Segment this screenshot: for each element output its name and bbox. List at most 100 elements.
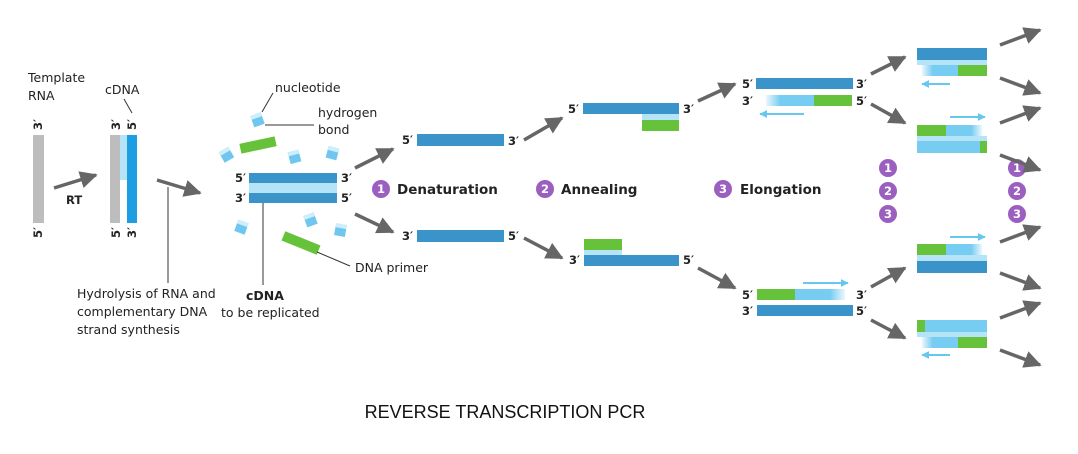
elong-bottom-primer [757, 289, 795, 300]
arrow-to-product-4 [870, 318, 907, 340]
step-2-number: 2 [541, 182, 549, 196]
nucleotide-7 [334, 223, 347, 237]
product-4-primer [958, 337, 987, 348]
hybrid-rna-3-end: 3′ [109, 119, 123, 130]
mix-bottom-3-end: 3′ [235, 191, 246, 205]
anneal-top-3-end: 3′ [683, 102, 694, 116]
out-arrow-3 [999, 105, 1042, 125]
nucleotide-2 [218, 146, 235, 163]
elong-top-new-strand [766, 95, 814, 106]
product-1-hbond [917, 60, 987, 65]
annealing-stage: 5′ 3′ 3′ 5′ 2 Annealing [536, 102, 694, 267]
elong-bottom-new-strand [795, 289, 845, 300]
product-2-new-strand [946, 125, 982, 136]
nucleotide-6 [303, 212, 318, 228]
product-2-template-primer [980, 141, 987, 153]
elong-bottom-3-end: 3′ [856, 288, 867, 302]
arrow-to-product-3 [870, 266, 907, 289]
nucleotide-4 [325, 145, 340, 161]
cycle-markers-1: 1 2 3 [879, 159, 897, 223]
hydrolysis-label-line2: complementary DNA [77, 304, 208, 319]
product-1-template [917, 48, 987, 60]
step-3-circle [714, 180, 732, 198]
template-rna-label-line2: RNA [28, 88, 55, 103]
cycle-a-2-circle [879, 182, 897, 200]
rna-3-end: 3′ [31, 119, 45, 130]
cycle-a-3-number: 3 [884, 207, 892, 221]
nucleotide-label: nucleotide [275, 80, 341, 95]
cycle-a-1-number: 1 [884, 161, 892, 175]
product-3-hbond [917, 255, 987, 261]
nucleotide-1 [250, 112, 265, 128]
cdna-top-pointer [123, 98, 133, 114]
hybrid-rna-5-end: 5′ [109, 227, 123, 238]
product-4-template [925, 320, 987, 332]
product-2-primer [917, 125, 946, 136]
nucleotide-pointer [261, 92, 274, 113]
template-rna-label-line1: Template [27, 70, 85, 85]
cycle-a-3-circle [879, 205, 897, 223]
product-4-template-primer [917, 320, 925, 332]
elong-top-3-end: 3′ [856, 77, 867, 91]
cycle-markers-2: 1 2 3 [1008, 159, 1026, 223]
step-3-number: 3 [719, 182, 727, 196]
mix-top-3-end: 3′ [341, 171, 352, 185]
elong-bottom2-3-end: 3′ [742, 304, 753, 318]
rt-arrow [53, 171, 98, 190]
out-arrow-7 [999, 300, 1042, 320]
cycle-b-1-number: 1 [1013, 161, 1021, 175]
hydrolysis-label-line3: strand synthesis [77, 322, 180, 337]
cycle-b-3-number: 3 [1013, 207, 1021, 221]
anneal-bottom-template [584, 255, 679, 266]
arrow-to-denat-bottom [354, 212, 395, 234]
cdna-replicated-label-line2: to be replicated [221, 305, 320, 320]
rt-label: RT [66, 193, 82, 207]
step-2-label: Annealing [561, 182, 637, 198]
product-2-template [917, 141, 980, 153]
product-3-new-strand [946, 244, 982, 255]
hydrolysis-label-line1: Hydrolysis of RNA and [77, 286, 216, 301]
mix-bottom-5-end: 5′ [341, 191, 352, 205]
cdna-replicated-label-line1: cDNA [246, 288, 284, 303]
elong-bottom-5-end: 5′ [742, 288, 753, 302]
hybrid-rna-strand [110, 135, 120, 223]
product-3-primer [917, 244, 946, 255]
products [917, 48, 987, 359]
free-primer-top [239, 136, 277, 154]
anneal-top-primer [642, 120, 679, 131]
arrow-to-elong-top [697, 82, 737, 103]
elong-bottom2-5-end: 5′ [856, 304, 867, 318]
cdna-5-end: 5′ [125, 119, 139, 130]
cdna-3-end: 3′ [125, 227, 139, 238]
elongation-stage: 3 Elongation 5′ 3′ 3′ 5′ 5′ 3′ 3′ 5′ [714, 77, 867, 318]
hydrolysis-arrow [156, 178, 202, 197]
hbond-label-line1: hydrogen [318, 105, 377, 120]
outgoing-arrows [999, 27, 1042, 368]
step-1-number: 1 [377, 182, 385, 196]
mix-top-5-end: 5′ [235, 171, 246, 185]
hybrid-hbonds [120, 135, 127, 180]
out-arrow-2 [999, 76, 1042, 96]
arrow-to-product-2 [870, 102, 907, 125]
nucleotide-3 [287, 149, 302, 165]
reaction-mix: 5′ 3′ 3′ 5′ nucleotide hydrogen bond DNA… [218, 80, 429, 320]
cycle-b-3-circle [1008, 205, 1026, 223]
denaturation-stage: 5′ 3′ 3′ 5′ 1 Denaturation [372, 133, 519, 243]
primer-pointer [316, 251, 351, 267]
dna-primer-label: DNA primer [355, 260, 429, 275]
rna-strand [33, 135, 44, 223]
cdna-top-label: cDNA [105, 82, 140, 97]
step-1-label: Denaturation [397, 182, 498, 198]
anneal-top-hbond [642, 114, 679, 120]
template-rna-section: Template RNA 3′ 5′ [27, 70, 85, 238]
anneal-bottom-primer [584, 239, 622, 250]
diagram-title: REVERSE TRANSCRIPTION PCR [365, 402, 646, 422]
elong-top2-3-end: 3′ [742, 94, 753, 108]
hybrid-section: cDNA 3′ 5′ 5′ 3′ [105, 82, 140, 238]
denat-top-5-end: 5′ [402, 133, 413, 147]
nucleotide-5 [234, 219, 249, 235]
cdna-strand [127, 135, 137, 223]
elong-top-primer [814, 95, 852, 106]
step-3-label: Elongation [740, 182, 821, 198]
step-2-circle [536, 180, 554, 198]
